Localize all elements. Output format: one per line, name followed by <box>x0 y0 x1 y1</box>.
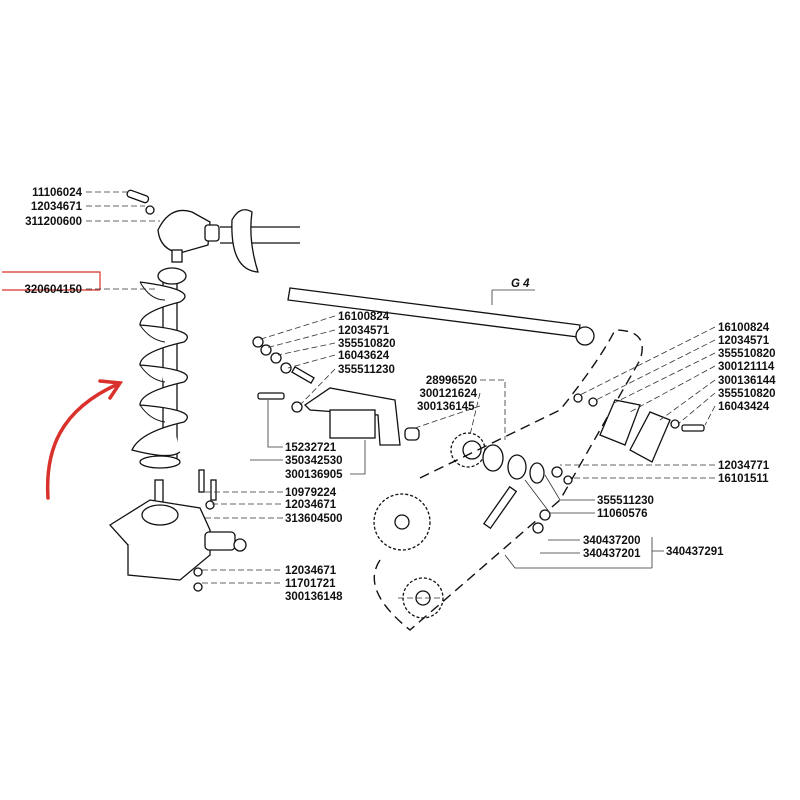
part-number: 12034671 <box>31 201 83 213</box>
part-number: 15232721 <box>285 442 337 454</box>
leader-lines <box>86 191 716 599</box>
part-number: 300136148 <box>285 591 343 603</box>
part-number: 340437200 <box>583 535 641 547</box>
auger-drawing <box>131 267 189 469</box>
shaft-drawing <box>287 287 595 346</box>
part-number: 355511230 <box>338 364 395 376</box>
part-number: 12034671 <box>285 499 337 511</box>
part-number: 311200600 <box>25 216 82 228</box>
part-number: 340437291 <box>666 546 724 558</box>
part-number: 11106024 <box>32 187 83 199</box>
part-number: 12034571 <box>338 325 390 337</box>
part-number: 300136145 <box>417 401 475 413</box>
red-arrow-icon <box>45 379 124 500</box>
part-number: 12034771 <box>718 460 770 472</box>
part-number: 300121114 <box>718 361 775 373</box>
part-number: 313604500 <box>285 513 343 525</box>
part-number: 355510820 <box>338 338 396 350</box>
part-number: 12034671 <box>285 565 337 577</box>
part-number-labels: 11106024 12034671 311200600 320604150 16… <box>24 187 776 603</box>
part-number: 11060576 <box>597 508 648 520</box>
part-number: 16043624 <box>338 350 390 362</box>
part-number: 300121624 <box>419 388 477 400</box>
part-number: 11701721 <box>285 578 336 590</box>
part-number: 16101511 <box>718 473 769 485</box>
part-number: 355510820 <box>718 388 776 400</box>
highlighted-part-number: 320604150 <box>24 284 82 296</box>
part-number: 355511230 <box>597 495 654 507</box>
auger-head-drawing <box>126 189 300 273</box>
gearbox-drawing <box>108 469 247 592</box>
part-number: 16100824 <box>338 311 390 323</box>
part-number: 340437201 <box>583 548 641 560</box>
part-number: 300136144 <box>718 375 776 387</box>
part-number: 16043424 <box>718 401 770 413</box>
drive-drawing <box>373 329 705 631</box>
section-label: G 4 <box>511 278 530 290</box>
highlight-box <box>2 271 101 291</box>
part-number: 16100824 <box>718 322 770 334</box>
part-number: 28996520 <box>426 375 477 387</box>
part-number: 355510820 <box>718 348 776 360</box>
part-number: 300136905 <box>285 469 343 481</box>
bracket-drawing <box>252 336 420 446</box>
part-number: 350342530 <box>285 455 343 467</box>
part-number: 10979224 <box>285 487 337 499</box>
part-number: 12034571 <box>718 335 770 347</box>
